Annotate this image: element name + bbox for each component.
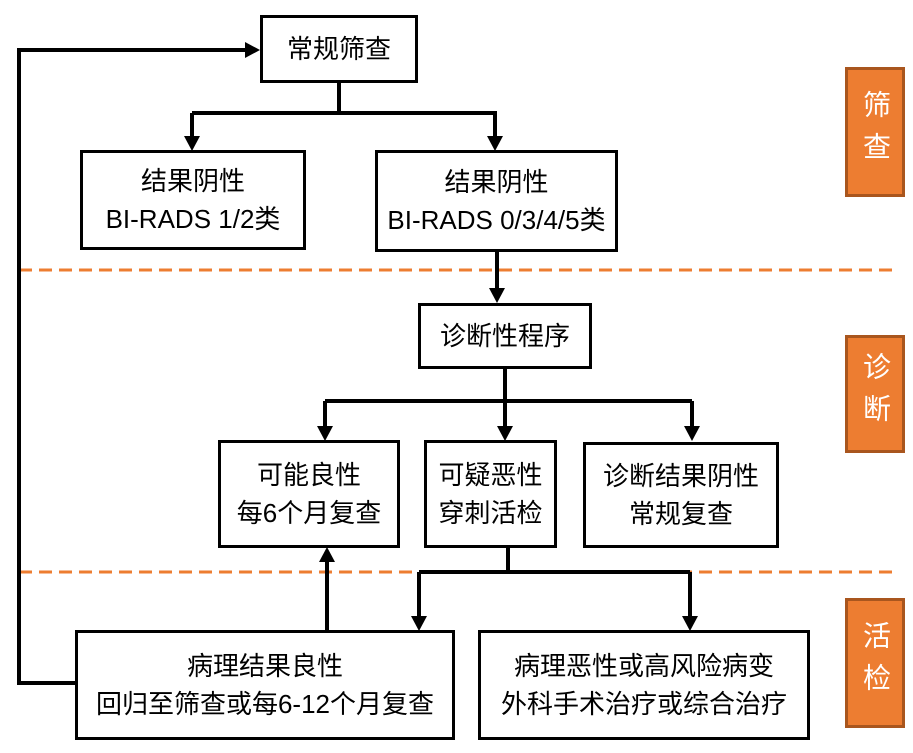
connector-diagnosis-split xyxy=(317,369,700,441)
node-label-line1: 结果阴性 xyxy=(140,166,245,196)
arrowhead-into-diagnostic-procedure xyxy=(489,288,505,303)
node-label-line2: BI-RADS 1/2类 xyxy=(105,204,281,234)
node-suspicious-malignant: 可疑恶性 穿刺活检 xyxy=(424,440,557,548)
node-label-line2: 穿刺活检 xyxy=(438,498,543,528)
stage-label-diagnosis: 诊断 xyxy=(845,335,905,453)
stage-label-screening: 筛查 xyxy=(845,67,905,197)
node-label-line1: 病理结果良性 xyxy=(186,651,343,681)
connector-screening-split xyxy=(184,83,503,151)
node-label-line2: 每6个月复查 xyxy=(236,498,382,528)
node-diagnosis-negative: 诊断结果阴性 常规复查 xyxy=(583,442,779,548)
arrowhead-into-possibly-benign-bottom xyxy=(319,547,335,562)
arrowhead-into-result-negative-12 xyxy=(184,136,200,151)
node-label-line2: 外科手术治疗或综合治疗 xyxy=(500,689,787,719)
arrowhead-into-result-negative-0345 xyxy=(487,136,503,151)
arrowhead-into-suspicious-malignant xyxy=(497,426,513,441)
arrowhead-into-possibly-benign xyxy=(317,426,333,441)
arrowhead-into-pathology-malignant xyxy=(682,616,698,631)
node-pathology-benign: 病理结果良性 回归至筛查或每6-12个月复查 xyxy=(75,630,455,740)
node-label-line2: BI-RADS 0/3/4/5类 xyxy=(387,205,606,235)
node-label-line1: 结果阴性 xyxy=(444,167,549,197)
node-label: 常规筛查 xyxy=(286,34,391,64)
node-label-line2: 常规复查 xyxy=(628,499,733,529)
node-pathology-malignant: 病理恶性或高风险病变 外科手术治疗或综合治疗 xyxy=(478,630,810,740)
stage-label-biopsy: 活检 xyxy=(845,598,905,728)
connector-to-diagnostic-procedure xyxy=(489,252,505,303)
node-label: 诊断性程序 xyxy=(439,321,570,351)
arrowhead-into-pathology-benign xyxy=(411,616,427,631)
node-result-negative-birads-1-2: 结果阴性 BI-RADS 1/2类 xyxy=(80,150,306,250)
node-result-negative-birads-0-3-4-5: 结果阴性 BI-RADS 0/3/4/5类 xyxy=(375,150,618,252)
connector-benign-followup-up xyxy=(319,547,335,630)
node-label-line1: 病理恶性或高风险病变 xyxy=(513,651,774,681)
arrowhead-into-routine-screening xyxy=(245,42,260,58)
connector-biopsy-split xyxy=(411,548,698,631)
node-label-line1: 可能良性 xyxy=(256,460,361,490)
node-label-line1: 可疑恶性 xyxy=(438,460,543,490)
node-routine-screening: 常规筛查 xyxy=(260,15,418,83)
node-label-line1: 诊断结果阴性 xyxy=(602,461,759,491)
arrowhead-into-diagnosis-negative xyxy=(684,426,700,441)
connector-feedback-loop xyxy=(17,42,260,685)
node-label-line2: 回归至筛查或每6-12个月复查 xyxy=(95,689,435,719)
node-possibly-benign: 可能良性 每6个月复查 xyxy=(218,440,400,548)
node-diagnostic-procedure: 诊断性程序 xyxy=(418,303,592,369)
